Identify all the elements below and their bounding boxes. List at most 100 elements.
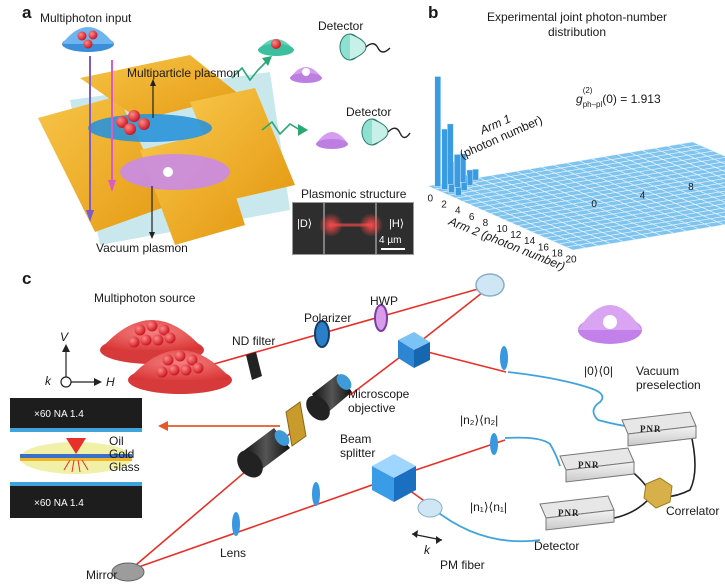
histogram-cell (716, 220, 725, 226)
detector-label-c: Detector (534, 539, 580, 553)
gold-stripe-right (190, 88, 295, 200)
histogram-cell (714, 211, 725, 217)
polarizer-icon (314, 320, 330, 348)
plasmonic-structure-label: Plasmonic structure (301, 187, 407, 201)
detector-head-top (339, 33, 391, 61)
vacuum-state-label: |0⟩⟨0| (584, 364, 613, 378)
detector-head-bottom (361, 118, 411, 146)
photon-ball (124, 123, 136, 135)
source-photon-ball (180, 364, 192, 376)
detector-label-top: Detector (318, 19, 364, 33)
gold-stripe-left (38, 96, 170, 232)
k-arrow-label: k (424, 543, 430, 557)
multiparticle-plasmon-shape (88, 114, 212, 142)
panel-label-a: a (22, 3, 32, 22)
vacuum-state-icon (578, 305, 642, 344)
top-mirror (475, 273, 505, 297)
histogram-cell (719, 199, 725, 203)
histogram-cell (709, 216, 725, 223)
pnr-label: PNR (578, 460, 600, 470)
vacuum-plasmon-shape (120, 154, 230, 190)
histogram-bar (466, 169, 474, 186)
multiphoton-input-label: Multiphoton input (40, 11, 132, 25)
panel-label-c: c (22, 269, 32, 288)
distribution-title: Experimental joint photon-number distrib… (486, 10, 668, 39)
source-photon-ball (168, 364, 180, 376)
panel-label-b: b (428, 3, 439, 22)
histogram-cell (708, 170, 725, 176)
histogram-cell (715, 173, 725, 180)
histogram-bar (447, 123, 454, 185)
microscope-objective-label: Microscope objective (348, 387, 409, 415)
vacuum-plasmon-dot (163, 167, 173, 177)
histogram-bar (472, 168, 479, 181)
polarizer-label: Polarizer (304, 311, 352, 325)
histogram-cell (712, 194, 725, 201)
arm2-tick-label: 6 (469, 212, 475, 223)
microscope-label-line2: objective (348, 401, 396, 415)
beam-splitter-cube (372, 454, 416, 502)
h-axis-label: H (106, 375, 115, 389)
source-photon-ball (134, 324, 146, 336)
bottom-mirror (111, 562, 145, 582)
histogram-bar (454, 154, 461, 188)
source-photon-ball (128, 336, 140, 348)
histogram-cell (714, 165, 725, 171)
input-wavepacket (62, 27, 114, 44)
source-photon-ball (156, 366, 168, 378)
beam-splitter-label: Beam splitter (340, 432, 375, 460)
histogram-cell (717, 182, 725, 188)
polarizing-beam-splitter (398, 332, 430, 368)
fiber-coupler (417, 498, 443, 518)
beam-label-line2: splitter (340, 446, 376, 460)
g2-superscript: (2) (582, 86, 593, 95)
arm2-tick-label: 16 (538, 242, 550, 253)
source-photon-ball (186, 354, 198, 366)
arm1-tick-label: 8 (688, 182, 694, 193)
vacuum-preselection-label: Vacuum preselection (636, 364, 701, 392)
arm2-tick-label: 2 (441, 200, 447, 211)
pnr-detector-2: PNR (559, 447, 635, 483)
histogram-cell (708, 208, 725, 214)
lens-icon-2 (312, 482, 320, 506)
n2-state-label: |n₂⟩⟨n₂| (460, 413, 499, 427)
objective-inset: ×60 NA 1.4 ×60 NA 1.4 (10, 398, 142, 518)
plasmonic-micrograph: |D⟩ |H⟩ 4 µm (292, 202, 414, 255)
pnr-detector-3: PNR (539, 495, 615, 531)
g2-annotation: g(2)ph–pl(0) = 1.913 (576, 86, 661, 109)
photon-ball (138, 118, 150, 130)
source-photon-ball (192, 362, 204, 374)
lens-icon-3 (490, 433, 498, 455)
arm2-tick-label: 18 (552, 248, 564, 259)
histogram-bar (434, 76, 441, 187)
multiphoton-source-label: Multiphoton source (94, 291, 196, 305)
multiparticle-plasmon-label: Multiparticle plasmon (127, 66, 240, 80)
histogram-cell (718, 190, 725, 195)
pnr-label: PNR (640, 424, 662, 434)
pm-fiber-label: PM fiber (440, 558, 485, 572)
ket-d-label: |D⟩ (297, 218, 313, 230)
source-photon-ball (146, 320, 158, 332)
source-photon-ball (174, 350, 186, 362)
glass-label: Glass (109, 460, 140, 474)
histogram-cell (721, 169, 725, 172)
source-photon-ball (164, 332, 176, 344)
g2-subscript: ph–pl (582, 100, 603, 109)
sample-plate (285, 401, 307, 447)
pnr-detector-1: PNR (621, 411, 697, 447)
arm2-tick-label: 12 (510, 230, 522, 241)
histogram-bar (441, 128, 448, 190)
source-photon-ball (158, 324, 170, 336)
ket-h-label: |H⟩ (389, 218, 405, 230)
n1-state-label: |n₁⟩⟨n₁| (470, 500, 508, 514)
objective-top-label: ×60 NA 1.4 (34, 409, 84, 420)
hwp-label: HWP (370, 294, 398, 308)
histogram-cell (713, 157, 725, 163)
objective-bottom-label: ×60 NA 1.4 (34, 498, 84, 509)
nd-filter (246, 352, 262, 380)
vacuum-plasmon-label: Vacuum plasmon (96, 241, 188, 255)
panel-a-graphics (38, 27, 411, 245)
histogram-cell (720, 207, 725, 211)
